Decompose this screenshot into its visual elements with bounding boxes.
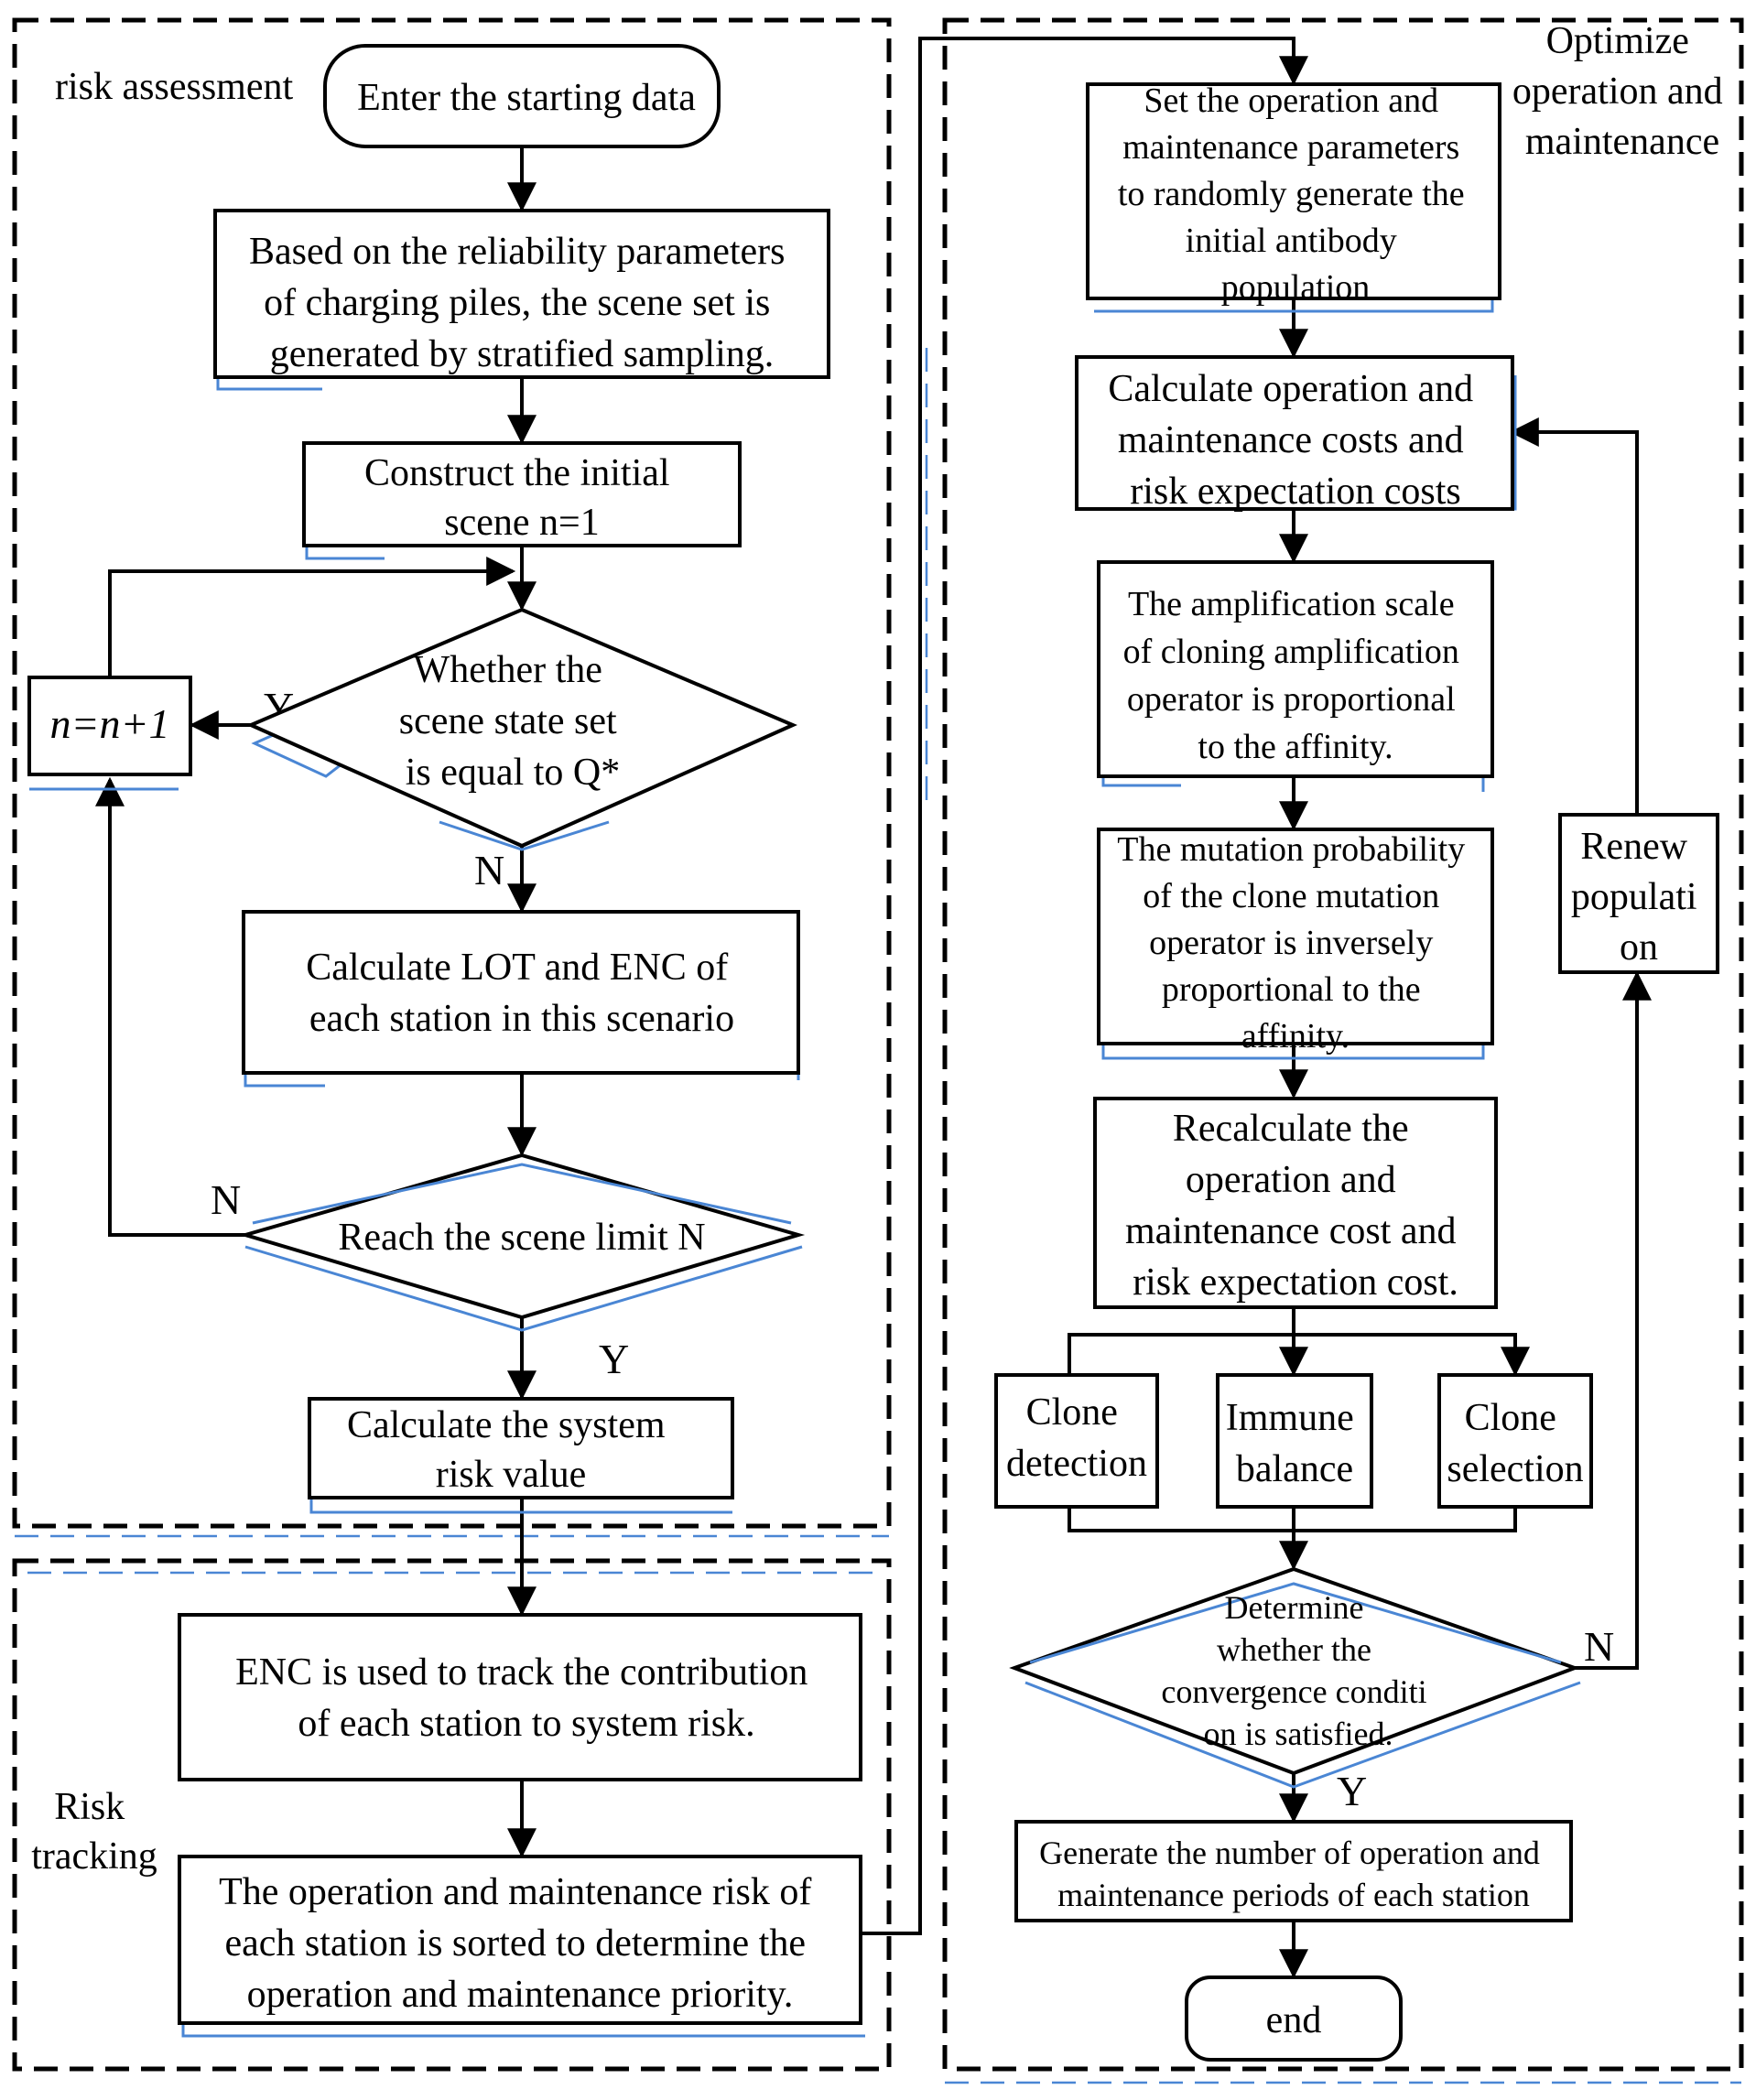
generate-box: Generate the number of operation and mai… — [1014, 1820, 1573, 1922]
edge-label-yes-conv: Y — [1337, 1768, 1367, 1814]
edge-label-no-q: N — [474, 847, 504, 893]
clone-selection-box: Clone selection — [1437, 1373, 1593, 1509]
renew-box: Renew populati on — [1558, 813, 1719, 974]
set-params-box: Set the operation and maintenance parame… — [1086, 81, 1501, 313]
start-node: Enter the starting data — [323, 44, 721, 148]
renew-text: Renew populati on — [1571, 826, 1707, 969]
decision-limit: Reach the scene limit N — [238, 1153, 806, 1332]
recalc-text: Recalculate the operation and maintenanc… — [1125, 1108, 1466, 1304]
connectors — [95, 37, 1652, 1979]
immune-balance-text: Immune balance — [1226, 1397, 1363, 1490]
edge-label-yes-limit: Y — [599, 1336, 629, 1382]
sampling-text: Based on the reliability parameters of c… — [249, 231, 795, 375]
enc-track-text: ENC is used to track the contribution of… — [235, 1651, 818, 1745]
system-risk-box: Calculate the system risk value — [308, 1397, 734, 1514]
increment-box: n=n+1 — [27, 676, 192, 791]
immune-balance-box: Immune balance — [1216, 1373, 1373, 1509]
decision-conv: Determine whether the convergence condit… — [1009, 1566, 1581, 1789]
mutation-box: The mutation probability of the clone mu… — [1097, 828, 1494, 1060]
sampling-box: Based on the reliability parameters of c… — [213, 209, 830, 391]
clone-selection-text: Clone selection — [1447, 1397, 1583, 1490]
decision-conv-text: Determine whether the convergence condit… — [1161, 1589, 1435, 1752]
clone-detection-text: Clone detection — [1006, 1391, 1147, 1485]
calc-costs-text: Calculate operation and maintenance cost… — [1108, 368, 1482, 513]
calc-lot-text: Calculate LOT and ENC of each station in… — [306, 947, 738, 1040]
priority-box: The operation and maintenance risk of ea… — [178, 1855, 865, 2038]
end-node: end — [1185, 1976, 1403, 2062]
optimize-frame — [942, 17, 1744, 2072]
priority-text: The operation and maintenance risk of ea… — [219, 1871, 821, 2016]
start-node-label: Enter the starting data — [357, 77, 696, 119]
amplification-text: The amplification scale of cloning ampli… — [1123, 585, 1469, 766]
edge-label-no-limit: N — [211, 1176, 241, 1223]
amplification-box: The amplification scale of cloning ampli… — [1097, 560, 1494, 792]
system-risk-text: Calculate the system risk value — [347, 1404, 675, 1496]
generate-text: Generate the number of operation and mai… — [1039, 1835, 1548, 1913]
decision-q-text: Whether the scene state set is equal to … — [399, 649, 626, 794]
risk-assessment-frame — [12, 17, 892, 1529]
enc-track-box: ENC is used to track the contribution of… — [178, 1613, 862, 1781]
decision-q: Whether the scene state set is equal to … — [245, 607, 798, 851]
section-label-risk-tracking: Risk tracking — [31, 1786, 157, 1878]
risk-tracking-frame — [12, 1558, 892, 2072]
section-label-optimize: Optimize operation and maintenance — [1512, 20, 1732, 163]
increment-text: n=n+1 — [49, 700, 169, 747]
construct-text: Construct the initial scene n=1 — [364, 452, 679, 544]
calc-costs-box: Calculate operation and maintenance cost… — [1075, 355, 1517, 513]
construct-box: Construct the initial scene n=1 — [302, 441, 742, 560]
recalc-box: Recalculate the operation and maintenanc… — [1093, 1097, 1498, 1309]
set-params-text: Set the operation and maintenance parame… — [1118, 81, 1473, 307]
decision-limit-text: Reach the scene limit N — [338, 1217, 705, 1259]
mutation-text: The mutation probability of the clone mu… — [1117, 830, 1473, 1055]
edge-label-no-conv: N — [1584, 1623, 1614, 1670]
end-node-label: end — [1266, 1999, 1322, 2041]
section-frames — [12, 17, 1744, 2084]
section-label-risk-assessment: risk assessment — [55, 66, 293, 108]
calc-lot-box: Calculate LOT and ENC of each station in… — [242, 910, 800, 1088]
clone-detection-box: Clone detection — [994, 1373, 1159, 1509]
